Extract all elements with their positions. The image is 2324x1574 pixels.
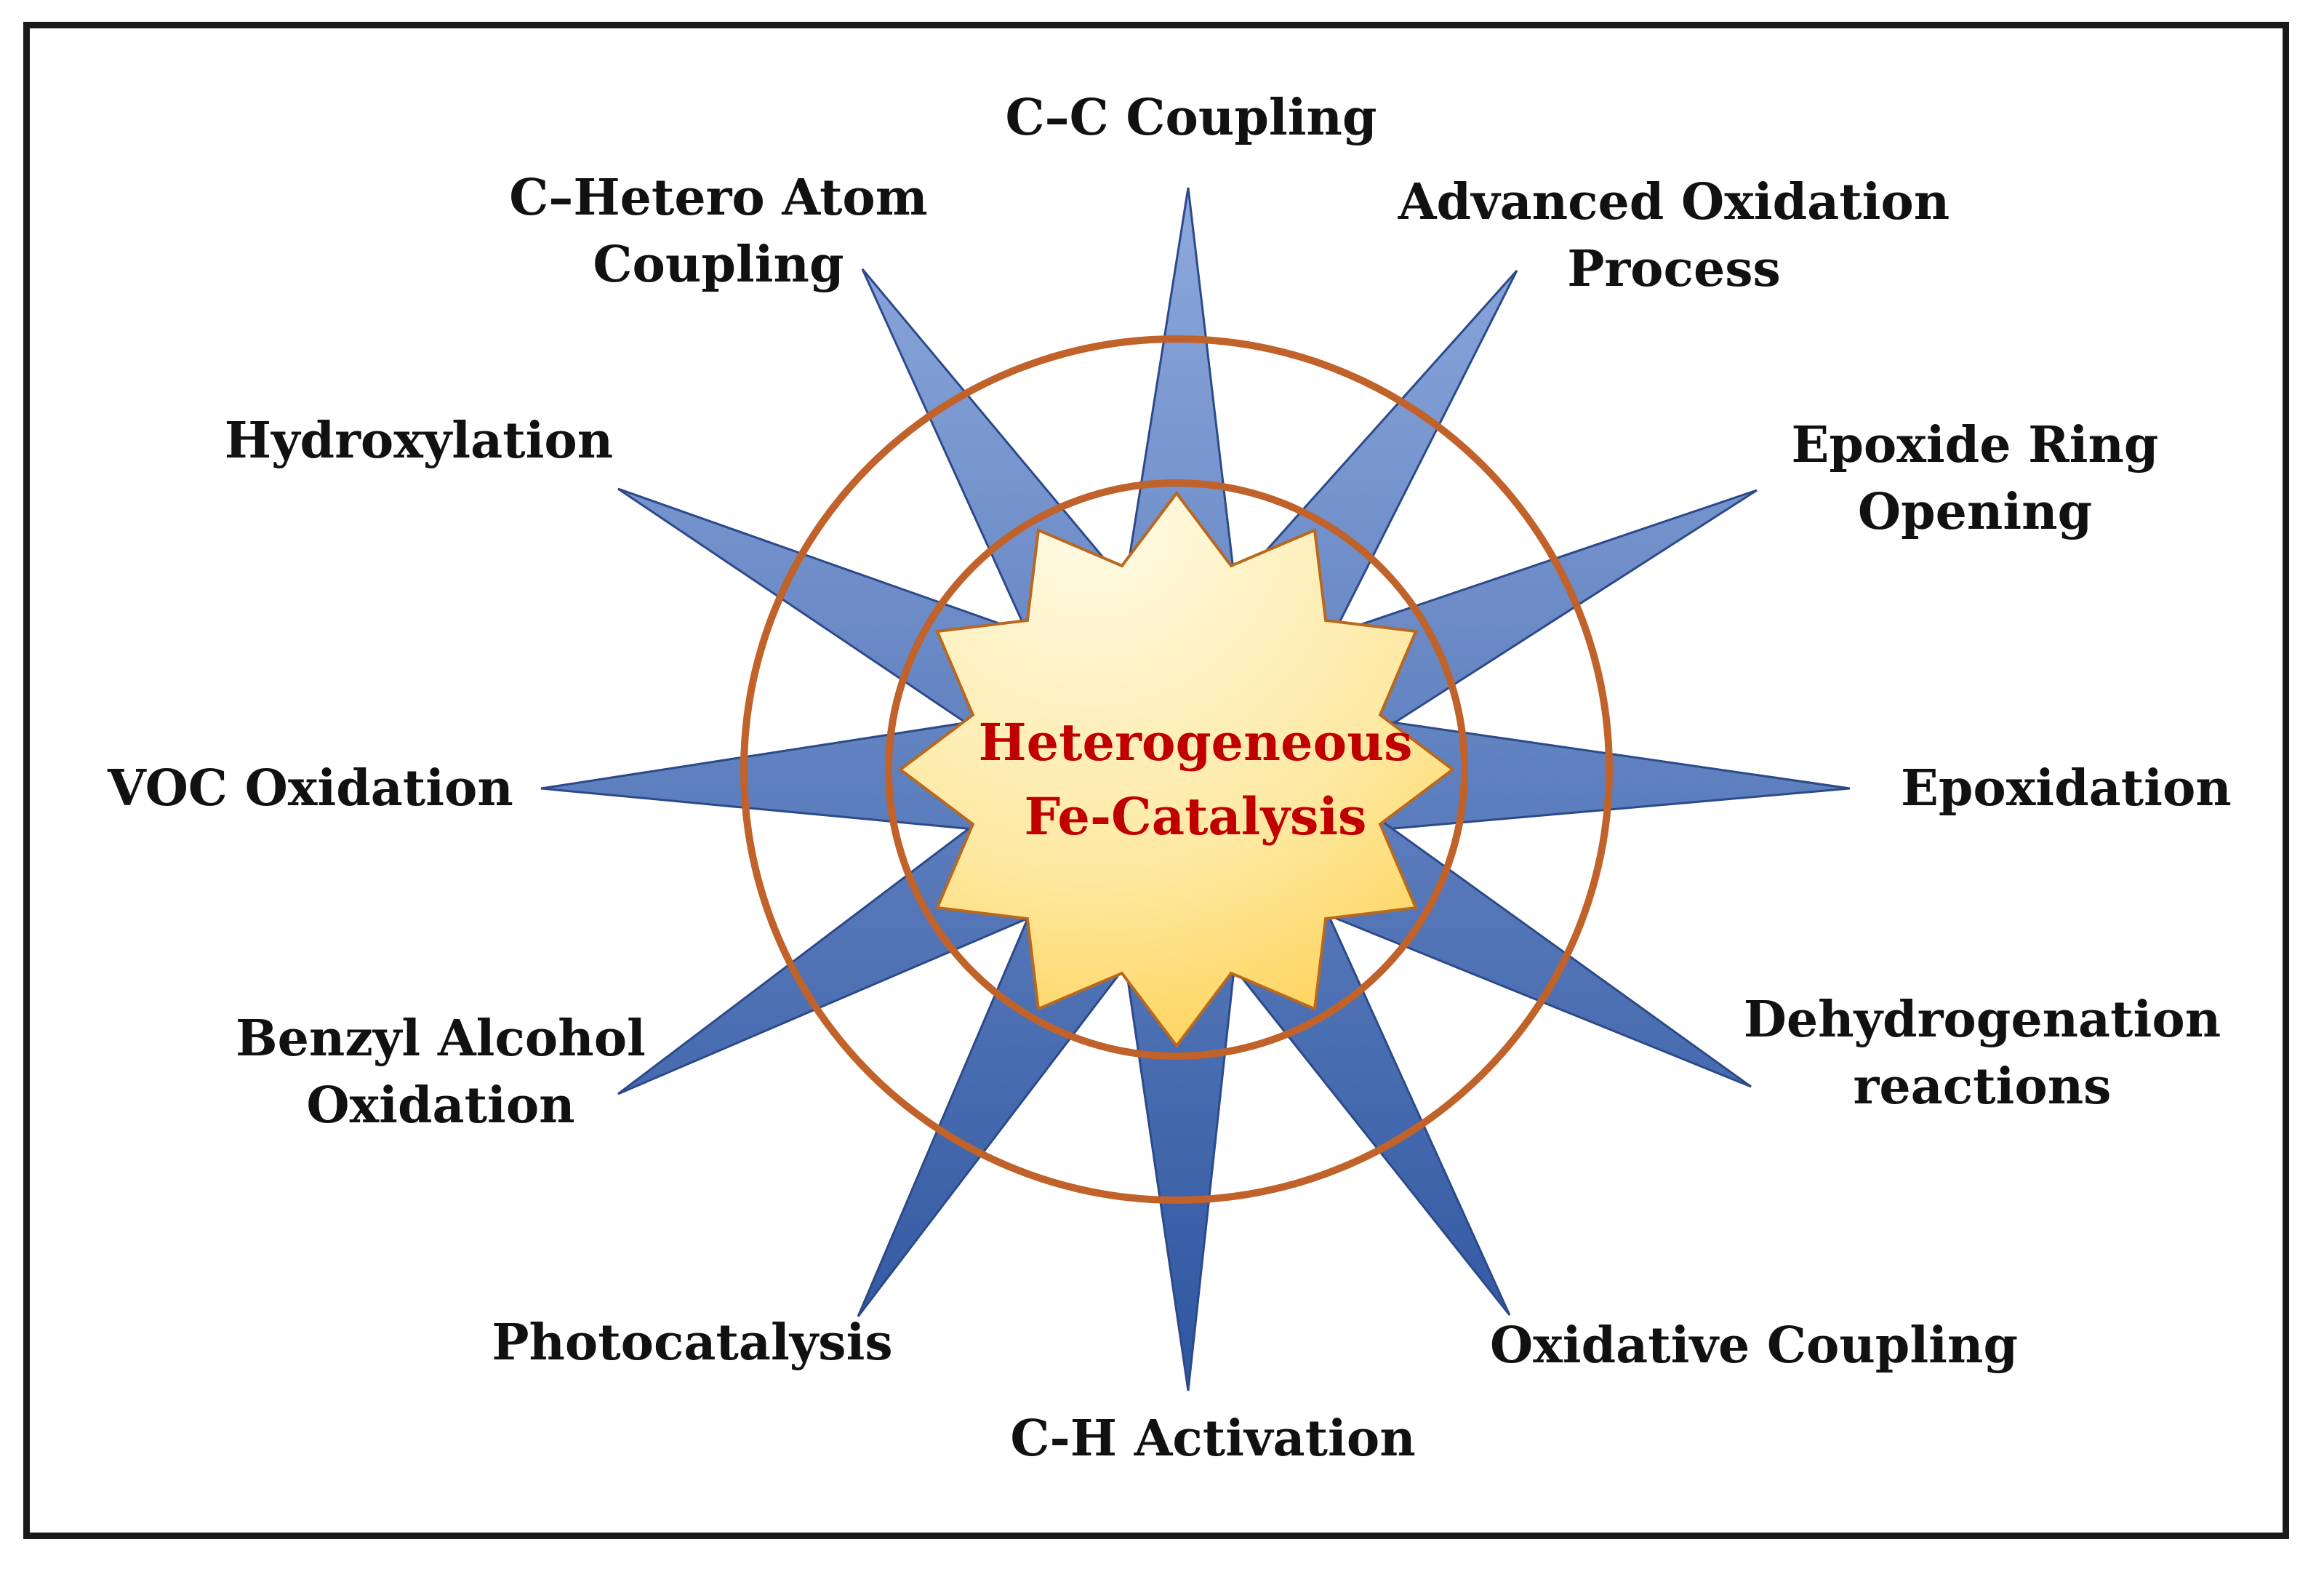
outer-ring [740, 335, 1613, 1204]
label-epoxidation: Epoxidation [1901, 755, 2232, 822]
label-ch-activation: C-H Activation [1010, 1405, 1415, 1472]
label-photocatalysis: Photocatalysis [492, 1309, 892, 1376]
label-dehydrogenation: Dehydrogenation reactions [1744, 986, 2221, 1120]
label-line: Opening [1857, 483, 2093, 541]
label-cc-coupling: C–C Coupling [1005, 84, 1377, 151]
label-line: Advanced Oxidation [1398, 173, 1950, 231]
center-title-line-2: Fe-Catalysis [1024, 786, 1367, 847]
label-hydroxylation: Hydroxylation [225, 407, 613, 474]
label-voc-oxidation: VOC Oxidation [108, 755, 513, 822]
label-line: reactions [1853, 1058, 2112, 1116]
label-line: C–C Coupling [1005, 89, 1377, 147]
label-advanced-oxidation: Advanced Oxidation Process [1398, 169, 1950, 303]
label-line: Coupling [593, 236, 844, 294]
label-line: Photocatalysis [492, 1314, 893, 1372]
center-star [897, 490, 1456, 1049]
label-line: VOC Oxidation [108, 759, 513, 818]
label-line: Oxidative Coupling [1489, 1317, 2019, 1375]
label-line: Process [1567, 240, 1781, 298]
label-oxidative-coupling: Oxidative Coupling [1490, 1312, 2018, 1379]
label-c-hetero-atom-coupling: C–Hetero Atom Coupling [509, 164, 927, 298]
center-title: Heterogeneous Fe-Catalysis [978, 706, 1412, 854]
label-epoxide-ring-opening: Epoxide Ring Opening [1792, 412, 2159, 546]
center-title-line-1: Heterogeneous [978, 712, 1413, 772]
label-line: C-H Activation [1010, 1410, 1416, 1468]
label-line: Dehydrogenation [1743, 991, 2221, 1049]
label-line: Epoxide Ring [1791, 416, 2159, 474]
label-line: Benzyl Alcohol [236, 1010, 646, 1068]
inner-ring [885, 479, 1468, 1060]
label-line: Epoxidation [1901, 759, 2232, 818]
label-line: C–Hetero Atom [509, 169, 928, 227]
label-line: Oxidation [306, 1076, 575, 1135]
label-benzyl-alcohol-oxidation: Benzyl Alcohol Oxidation [236, 1005, 646, 1139]
label-line: Hydroxylation [224, 412, 614, 470]
